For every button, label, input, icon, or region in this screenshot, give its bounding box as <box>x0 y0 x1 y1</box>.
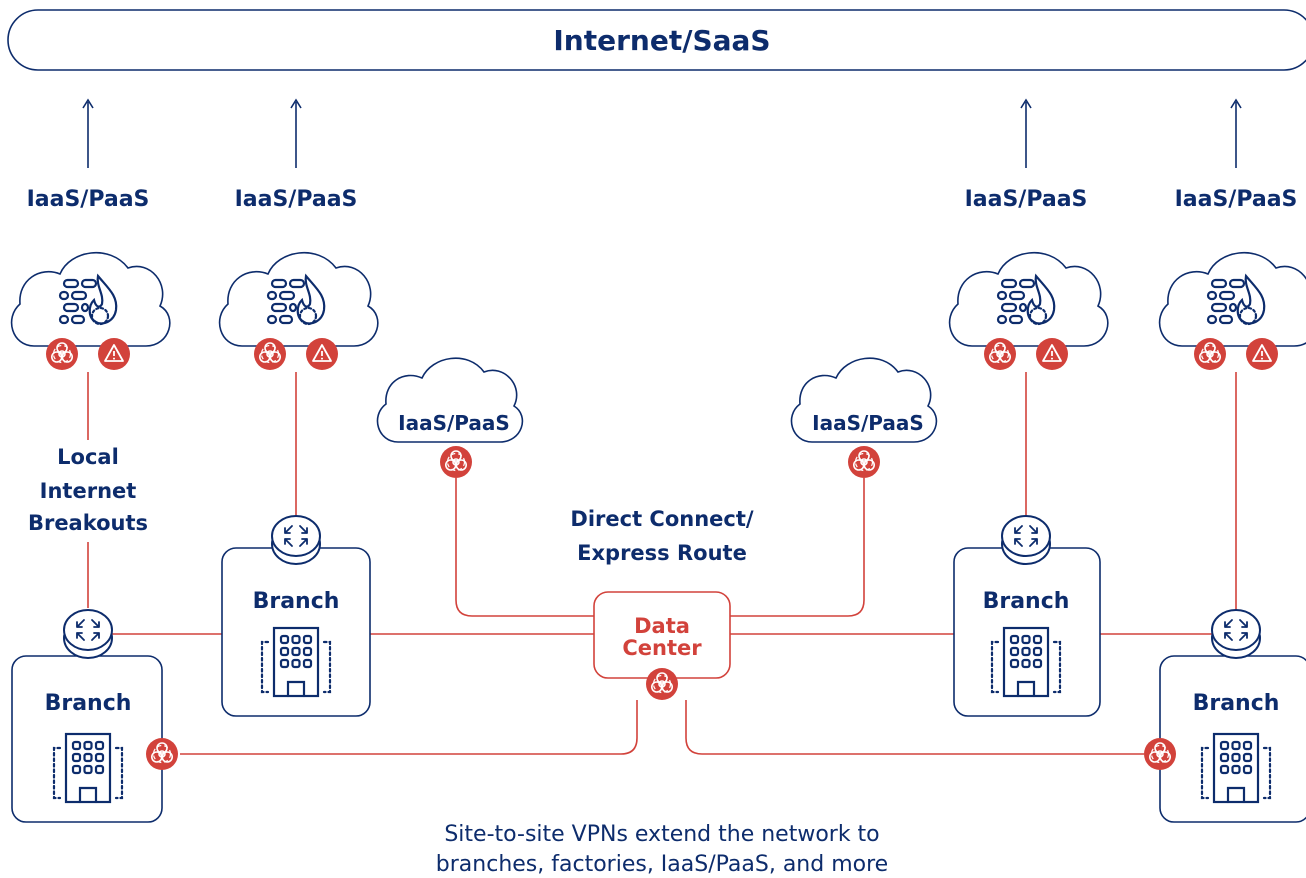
svg-text:Internet: Internet <box>40 479 137 503</box>
arrow-up-icon <box>1230 98 1242 168</box>
cloud-4-label: IaaS/PaaS <box>1175 187 1298 212</box>
uplink-arrows <box>82 98 1242 168</box>
breakout-label: Local Internet Breakouts <box>28 445 148 535</box>
arrow-up-icon <box>82 98 94 168</box>
internet-saas-banner <box>7 9 1306 71</box>
biohazard-icon <box>645 667 679 701</box>
cloud-1-label: IaaS/PaaS <box>27 187 150 212</box>
center-cloud-right-label: IaaS/PaaS <box>812 411 924 435</box>
svg-text:branches, factories, IaaS/PaaS: branches, factories, IaaS/PaaS, and more <box>436 852 888 877</box>
svg-text:Local: Local <box>57 445 119 469</box>
vpn-connections <box>87 372 1237 755</box>
center-cloud-left-label: IaaS/PaaS <box>398 411 510 435</box>
firewall-cloud-4 <box>1158 251 1306 371</box>
internet-saas-label: Internet/SaaS <box>553 24 770 57</box>
svg-text:Branch: Branch <box>253 589 340 614</box>
svg-text:Direct Connect/: Direct Connect/ <box>570 507 753 531</box>
firewall-cloud-2 <box>218 251 379 371</box>
branch-4: Branch <box>1143 609 1306 823</box>
cloud-3-label: IaaS/PaaS <box>965 187 1088 212</box>
warning-icon <box>1245 337 1279 371</box>
cloud-2-label: IaaS/PaaS <box>235 187 358 212</box>
branch-3: Branch <box>953 515 1101 717</box>
biohazard-icon <box>439 445 473 479</box>
router-icon <box>271 515 321 565</box>
firewall-cloud-1 <box>10 251 171 371</box>
direct-connect-label: Direct Connect/ Express Route <box>570 507 753 565</box>
svg-text:Breakouts: Breakouts <box>28 511 148 535</box>
warning-icon <box>305 337 339 371</box>
biohazard-icon <box>983 337 1017 371</box>
router-icon <box>63 609 113 659</box>
arrow-up-icon <box>1020 98 1032 168</box>
biohazard-icon <box>253 337 287 371</box>
biohazard-icon <box>1143 737 1177 771</box>
arrow-up-icon <box>290 98 302 168</box>
warning-icon <box>1035 337 1069 371</box>
svg-text:Express Route: Express Route <box>577 541 747 565</box>
data-center: Data Center <box>593 591 731 701</box>
caption: Site-to-site VPNs extend the network to … <box>436 822 888 877</box>
svg-text:Data: Data <box>634 614 690 638</box>
biohazard-icon <box>1193 337 1227 371</box>
biohazard-icon <box>45 337 79 371</box>
branch-2: Branch <box>221 515 371 717</box>
branch-1: Branch <box>11 609 179 823</box>
svg-text:Branch: Branch <box>983 589 1070 614</box>
center-cloud-right: IaaS/PaaS <box>790 357 938 479</box>
biohazard-icon <box>847 445 881 479</box>
firewall-cloud-3 <box>948 251 1109 371</box>
warning-icon <box>97 337 131 371</box>
router-icon <box>1001 515 1051 565</box>
center-cloud-left: IaaS/PaaS <box>376 357 524 479</box>
svg-text:Branch: Branch <box>1193 691 1280 716</box>
svg-text:Branch: Branch <box>45 691 132 716</box>
biohazard-icon <box>145 737 179 771</box>
svg-text:Site-to-site VPNs extend the n: Site-to-site VPNs extend the network to <box>444 822 879 847</box>
svg-text:Center: Center <box>622 636 702 660</box>
router-icon <box>1211 609 1261 659</box>
